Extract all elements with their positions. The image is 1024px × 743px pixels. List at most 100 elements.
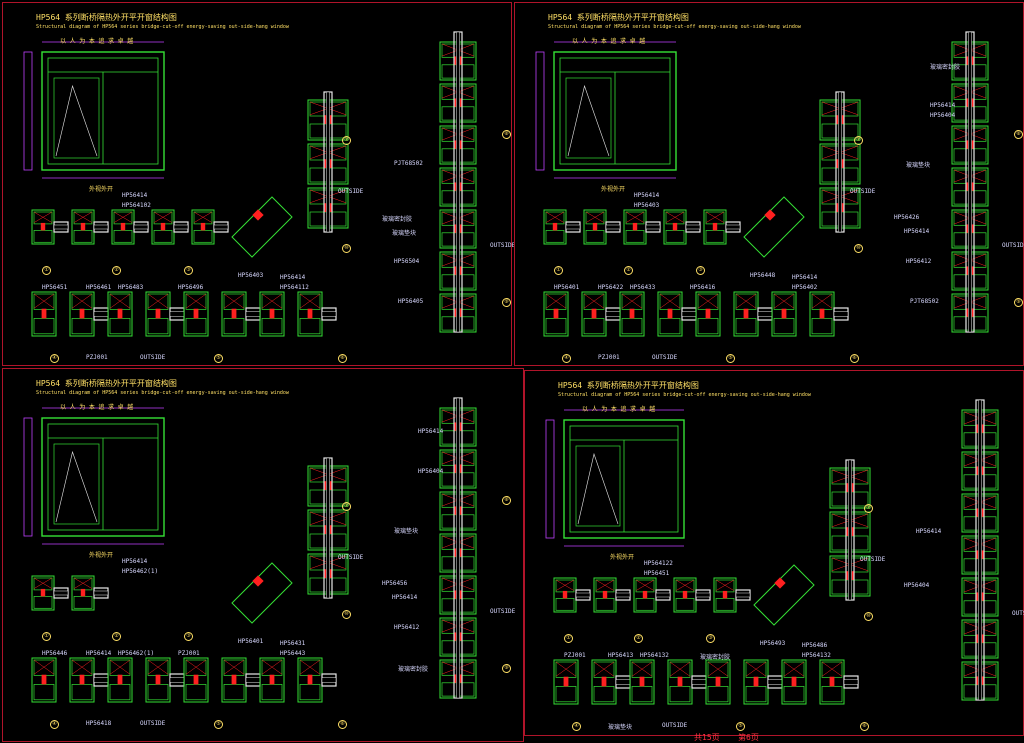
part-label: 玻璃密封胶	[382, 216, 413, 223]
sheet-2-border	[514, 2, 1024, 366]
section-number: ⑥	[338, 720, 347, 729]
section-number: ⑦	[864, 504, 873, 513]
part-label: HP56405	[398, 298, 424, 305]
section-number: ③	[184, 632, 193, 641]
sheet-slogan: 以 人 为 本 追 求 卓 越	[60, 404, 134, 411]
outside-label: OUTSIDE	[850, 188, 876, 195]
part-label: HP56401	[238, 638, 264, 645]
section-number: ④	[50, 354, 59, 363]
part-label: 玻璃垫块	[392, 230, 417, 237]
sheet-3-drawing	[23, 397, 477, 703]
section-number: ⑧	[1014, 130, 1023, 139]
outside-label: OUTSIDE	[490, 608, 516, 615]
sheet-3-border	[2, 368, 524, 742]
section-number: ⑥	[338, 354, 347, 363]
part-label: HP564112	[280, 284, 309, 291]
section-number: ⑤	[726, 354, 735, 363]
window-caption: 外视外开	[89, 186, 114, 193]
part-label: HP56414	[634, 192, 660, 199]
part-label: HP56414	[792, 274, 818, 281]
window-caption: 外视外开	[610, 554, 635, 561]
part-label: PJT68502	[394, 160, 423, 167]
part-label: 玻璃垫块	[394, 528, 419, 535]
part-label: PZJ001	[86, 354, 108, 361]
part-label: HP56401	[554, 284, 580, 291]
part-label: HP56404	[930, 112, 956, 119]
outside-label: OUTSIDE	[662, 722, 688, 729]
sheet-1-drawing	[23, 31, 477, 337]
section-number: ①	[554, 266, 563, 275]
part-label: HP56402	[792, 284, 818, 291]
sheet-4-drawing	[545, 399, 999, 705]
section-number: ⑧	[502, 496, 511, 505]
outside-label: OUTSIDE	[338, 554, 364, 561]
part-label: HP56426	[894, 214, 920, 221]
section-number: ⑦	[854, 136, 863, 145]
section-number: ⑥	[860, 722, 869, 731]
sheet-title: HP564 系列断桥隔热外开平开窗结构图	[36, 379, 177, 388]
part-label: HP56416	[690, 284, 716, 291]
part-label: HP56448	[750, 272, 776, 279]
section-number: ④	[562, 354, 571, 363]
section-number: ⑤	[736, 722, 745, 731]
part-label: HP56403	[238, 272, 264, 279]
part-label: 玻璃密封胶	[930, 64, 961, 71]
section-number: ⑩	[342, 610, 351, 619]
sheet-1-border	[2, 2, 512, 366]
section-number: ②	[112, 266, 121, 275]
part-label: HP564122	[644, 560, 673, 567]
section-number: ②	[112, 632, 121, 641]
section-number: ⑨	[502, 298, 511, 307]
section-number: ③	[696, 266, 705, 275]
section-number: ①	[42, 632, 51, 641]
part-label: HP56456	[382, 580, 408, 587]
sheet-subtitle: Structural diagram of HP564 series bridg…	[36, 24, 289, 30]
part-label: HP56462(1)	[118, 650, 155, 657]
part-label: HP56414	[280, 274, 306, 281]
sheet-slogan: 以 人 为 本 追 求 卓 越	[582, 406, 656, 413]
part-label: HP56404	[418, 468, 444, 475]
part-label: HP56414	[418, 428, 444, 435]
part-label: PZJ001	[564, 652, 586, 659]
window-caption: 外视外开	[89, 552, 114, 559]
section-number: ⑨	[1014, 298, 1023, 307]
part-label: HP56414	[930, 102, 956, 109]
section-number: ⑧	[502, 130, 511, 139]
outside-label: OUTSIDE	[140, 354, 166, 361]
part-label: PZJ001	[178, 650, 200, 657]
part-label: 玻璃垫块	[608, 724, 633, 731]
part-label: HP56451	[42, 284, 68, 291]
footer-page: 第6页	[738, 733, 759, 742]
part-label: PJT68502	[910, 298, 939, 305]
part-label: 玻璃垫块	[906, 162, 931, 169]
part-label: HP56496	[178, 284, 204, 291]
part-label: HP56446	[42, 650, 68, 657]
section-number: ⑩	[864, 612, 873, 621]
part-label: HP56433	[630, 284, 656, 291]
sheet-title: HP564 系列断桥隔热外开平开窗结构图	[36, 13, 177, 22]
part-label: PZJ001	[598, 354, 620, 361]
part-label: HP56403	[634, 202, 660, 209]
sheet-2-drawing	[535, 31, 989, 337]
part-label: HP56412	[906, 258, 932, 265]
part-label: HP56461	[86, 284, 112, 291]
outside-label: OUTSIDE	[652, 354, 678, 361]
section-number: ③	[184, 266, 193, 275]
section-number: ⑩	[854, 244, 863, 253]
section-number: ④	[50, 720, 59, 729]
part-label: HP56414	[122, 558, 148, 565]
sheet-4-border	[524, 370, 1024, 736]
part-label: HP56493	[760, 640, 786, 647]
outside-label: OUTSIDE	[490, 242, 516, 249]
part-label: HP564132	[640, 652, 669, 659]
sheet-slogan: 以 人 为 本 追 求 卓 越	[60, 38, 134, 45]
part-label: HP56412	[394, 624, 420, 631]
section-number: ⑥	[850, 354, 859, 363]
part-label: HP56414	[904, 228, 930, 235]
outside-label: OUTSIDE	[338, 188, 364, 195]
part-label: HP56414	[392, 594, 418, 601]
section-number: ⑦	[342, 136, 351, 145]
outside-label: OUTSIDE	[1002, 242, 1024, 249]
sheet-slogan: 以 人 为 本 追 求 卓 越	[572, 38, 646, 45]
